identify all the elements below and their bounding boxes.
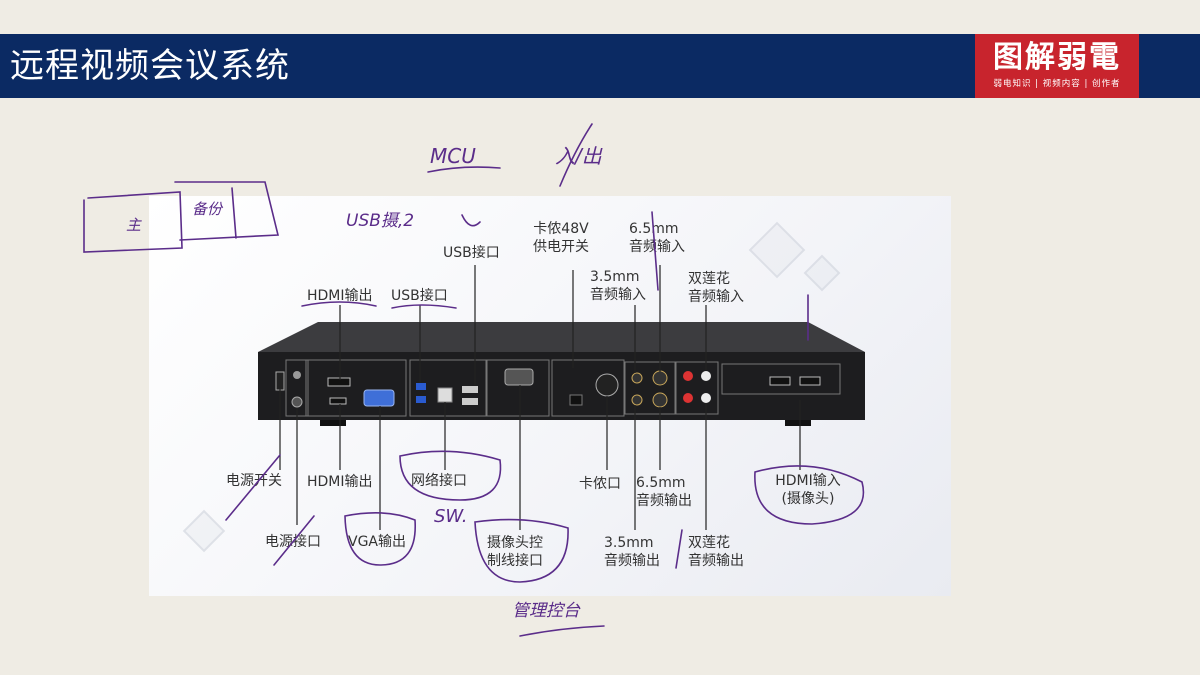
label-text: 卡侬48V 供电开关 (533, 221, 589, 255)
label-6-5mm-in: 6.5mm 音频输入 (629, 220, 685, 256)
ink-backup: 备份 (192, 200, 223, 218)
label-text: 摄像头控 制线接口 (487, 535, 543, 569)
label-hdmi-in: HDMI输入 (摄像头) (770, 472, 846, 508)
label-xlr-port: 卡侬口 (579, 476, 621, 492)
label-text: 6.5mm 音频输出 (636, 475, 692, 509)
label-3-5mm-out: 3.5mm 音频输出 (604, 534, 660, 570)
ink-usb-cam: USB摄,2 (346, 211, 415, 231)
label-6-5mm-out: 6.5mm 音频输出 (636, 474, 692, 510)
bg-diamond (748, 221, 806, 279)
label-power-switch: 电源开关 (226, 473, 282, 489)
ink-mcu: MCU (430, 144, 476, 168)
label-power-port: 电源接口 (265, 534, 321, 550)
label-rca-out: 双莲花 音频输出 (688, 534, 744, 570)
bg-diamond (182, 509, 226, 553)
logo-subtext: 弱电知识 | 视频内容 | 创作者 (993, 79, 1121, 89)
label-usb-mid: USB接口 (391, 288, 448, 304)
label-vga-out: VGA输出 (348, 534, 407, 550)
ink-mgmt: 管理控台 (512, 601, 580, 621)
label-3-5mm-in: 3.5mm 音频输入 (590, 268, 646, 304)
ink-in-out: 入/出 (555, 144, 602, 168)
label-hdmi-out-top: HDMI输出 (307, 288, 373, 304)
brand-logo: 图解弱電 弱电知识 | 视频内容 | 创作者 (975, 34, 1139, 98)
label-usb-top: USB接口 (443, 245, 500, 261)
label-text: 3.5mm 音频输入 (590, 269, 646, 303)
slide-title: 远程视频会议系统 (10, 46, 290, 86)
label-text: 双莲花 音频输出 (688, 535, 744, 569)
label-camera-control: 摄像头控 制线接口 (487, 534, 543, 570)
title-bar: 远程视频会议系统 图解弱電 弱电知识 | 视频内容 | 创作者 (0, 34, 1200, 98)
label-hdmi-out-bottom: HDMI输出 (307, 474, 373, 490)
ink-main: 主 (126, 216, 142, 234)
label-rca-in: 双莲花 音频输入 (688, 270, 744, 306)
label-text: 6.5mm 音频输入 (629, 221, 685, 255)
label-text: 3.5mm 音频输出 (604, 535, 660, 569)
logo-text: 图解弱電 (993, 40, 1121, 75)
ink-sw: SW. (434, 506, 468, 527)
label-text: 双莲花 音频输入 (688, 271, 744, 305)
label-text: HDMI输入 (摄像头) (775, 473, 841, 507)
label-network: 网络接口 (411, 473, 467, 489)
bg-diamond (803, 254, 841, 292)
label-xlr-48v-switch: 卡侬48V 供电开关 (528, 220, 594, 256)
